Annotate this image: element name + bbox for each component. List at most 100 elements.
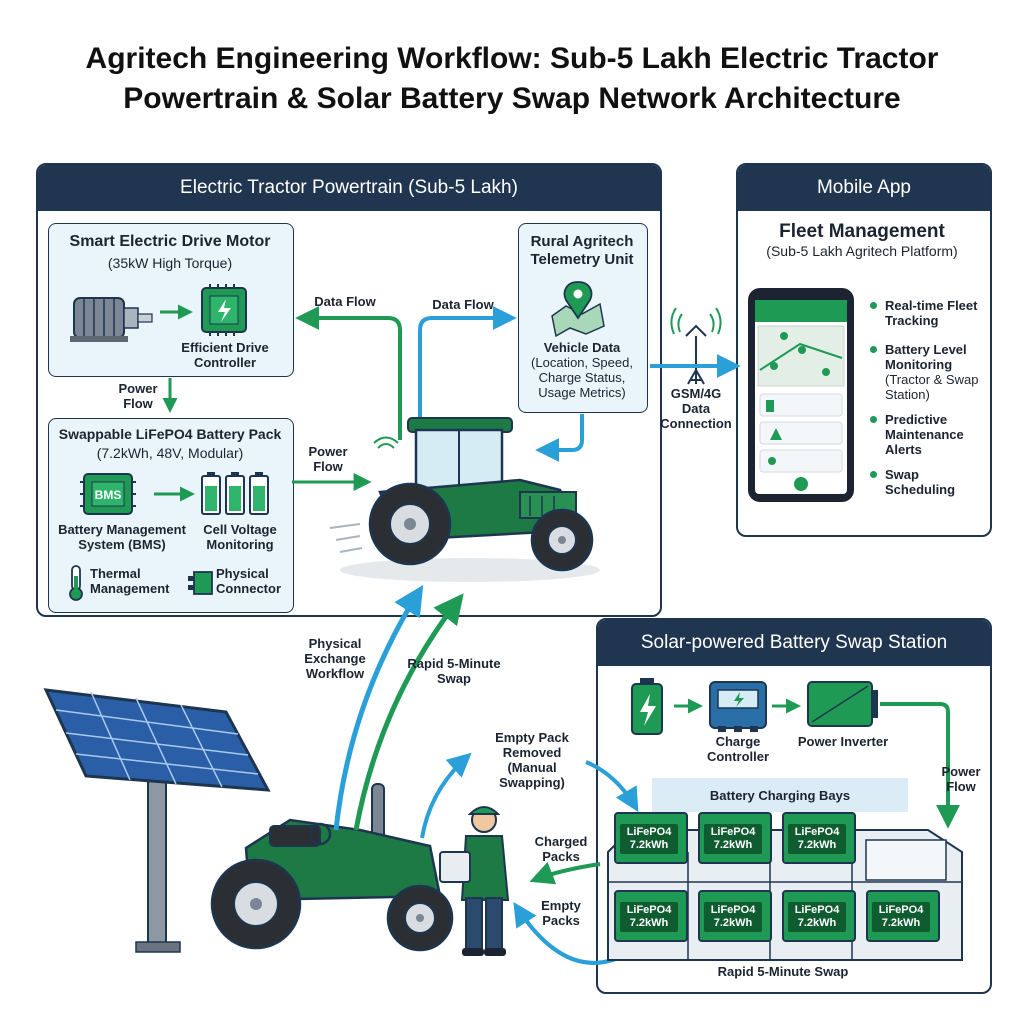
charged-packs-label: Charged Packs <box>534 834 588 864</box>
power-inverter-label: Power Inverter <box>797 734 889 749</box>
telemetry-return-arrow <box>535 414 584 462</box>
cell-tower-icon <box>670 307 722 385</box>
pack-label-plate <box>620 824 678 854</box>
bms-chip-icon: BMS <box>80 473 136 515</box>
motor-subtitle: (35kW High Torque) <box>107 255 233 271</box>
wifi-icon <box>373 436 399 449</box>
pack-label-line2: 7.2kWh <box>629 917 669 929</box>
data-flow-label-left: Data Flow <box>314 294 376 309</box>
pack-label-line1: LiFePO4 <box>794 904 840 916</box>
feature-item: Swap Scheduling <box>870 467 986 497</box>
thermometer-icon <box>69 565 83 601</box>
tractor-icon-top <box>329 417 600 582</box>
motor-icon <box>70 297 153 342</box>
pack-label-line2: 7.2kWh <box>797 839 837 851</box>
pack-label-line1: LiFePO4 <box>626 826 672 838</box>
pack-label-plate <box>872 902 930 932</box>
pack-label-line2: 7.2kWh <box>713 839 753 851</box>
power-inverter-icon <box>807 681 878 727</box>
data-flow-arrow-left <box>295 306 402 440</box>
pack-label-line2: 7.2kWh <box>713 917 753 929</box>
bullet-icon <box>870 416 877 423</box>
pack-label-line2: 7.2kWh <box>797 917 837 929</box>
pack-label-line1: LiFePO4 <box>710 904 756 916</box>
battery-title: Swappable LiFePO4 Battery Pack <box>58 426 282 442</box>
bms-label: Battery Management System (BMS) <box>58 522 186 552</box>
station-power-flow-label: Power Flow <box>941 764 981 794</box>
station-footer-label: Rapid 5-Minute Swap <box>717 964 849 979</box>
physical-exchange-label: Physical Exchange Workflow <box>304 636 366 681</box>
connector-label: Physical Connector <box>216 566 281 596</box>
pack-label-line1: LiFePO4 <box>710 826 756 838</box>
diagram-title-line-1: Agritech Engineering Workflow: Sub-5 Lak… <box>85 42 939 75</box>
mobile-app-header: Mobile App <box>738 165 990 211</box>
feature-label: Battery Level Monitoring <box>885 342 967 372</box>
battery-pack-empty: LiFePO4 7.2kWh <box>698 890 772 942</box>
bullet-icon <box>870 471 877 478</box>
motor-title: Smart Electric Drive Motor <box>69 233 271 250</box>
map-pin-icon <box>551 281 605 338</box>
charge-controller-icon <box>709 681 767 732</box>
empty-removed-arrow-up <box>420 752 472 839</box>
diagram-title-line-2: Powertrain & Solar Battery Swap Network … <box>123 82 901 115</box>
feature-list: Real-time Fleet Tracking Battery Level M… <box>870 298 986 497</box>
fleet-management-subtitle: (Sub-5 Lakh Agritech Platform) <box>766 243 958 259</box>
worker-icon <box>439 806 510 956</box>
station-battery-icon <box>631 678 663 735</box>
pack-label-plate <box>620 902 678 932</box>
bullet-icon <box>870 302 877 309</box>
pack-label-line1: LiFePO4 <box>794 826 840 838</box>
physical-exchange-arrow <box>333 584 424 831</box>
data-flow-label-right: Data Flow <box>432 297 494 312</box>
empty-removed-arrow-station <box>585 760 639 813</box>
telemetry-title: Rural Agritech Telemetry Unit <box>530 233 634 268</box>
empty-removed-label: Empty Pack Removed (Manual Swapping) <box>495 730 569 790</box>
swap-station-header: Solar-powered Battery Swap Station <box>598 620 990 666</box>
empty-packs-label: Empty Packs <box>541 898 581 928</box>
bms-chip-text: BMS <box>95 488 122 502</box>
pack-label-line2: 7.2kWh <box>629 839 669 851</box>
charging-bays-label: Battery Charging Bays <box>709 788 851 803</box>
drive-controller-label: Efficient Drive Controller <box>181 340 269 370</box>
feature-item: Real-time Fleet Tracking <box>870 298 986 328</box>
feature-label: Swap Scheduling <box>885 467 956 497</box>
cell-voltage-label: Cell Voltage Monitoring <box>203 522 277 552</box>
tractor-icon-bottom <box>210 783 454 952</box>
smartphone-icon <box>748 288 854 502</box>
charged-packs-arrow <box>529 861 601 885</box>
gsm-connection-label: GSM/4G Data Connection <box>660 386 732 431</box>
rapid-swap-label: Rapid 5-Minute Swap <box>407 656 501 686</box>
inverter-power-flow-arrow <box>880 702 960 829</box>
data-flow-arrow-right <box>418 306 517 440</box>
pack-label-plate <box>788 824 846 854</box>
feature-sublabel: (Tractor & Swap Station) <box>885 372 979 402</box>
solar-panel-icon <box>43 688 271 953</box>
vehicle-data-label: Vehicle Data <box>543 340 621 355</box>
pack-label-plate <box>704 902 762 932</box>
battery-subtitle: (7.2kWh, 48V, Modular) <box>96 445 244 461</box>
battery-pack-charged: LiFePO4 7.2kWh <box>698 812 772 864</box>
battery-pack-charged: LiFePO4 7.2kWh <box>614 812 688 864</box>
pack-label-plate <box>704 824 762 854</box>
pack-label-plate <box>788 902 846 932</box>
charge-controller-label: Charge Controller <box>706 734 770 764</box>
battery-cells-icon <box>201 472 269 515</box>
feature-label: Predictive Maintenance Alerts <box>885 412 964 457</box>
feature-label: Real-time Fleet Tracking <box>885 298 978 328</box>
power-flow-label-motor: Power Flow <box>118 381 158 411</box>
bullet-icon <box>870 346 877 353</box>
rapid-swap-arrow <box>353 593 464 831</box>
feature-item: Battery Level Monitoring (Tractor & Swap… <box>870 342 986 402</box>
connector-icon <box>188 571 213 595</box>
controller-chip-icon <box>201 284 247 336</box>
vehicle-data-details: (Location, Speed, Charge Status, Usage M… <box>531 355 633 400</box>
battery-pack-empty: LiFePO4 7.2kWh <box>614 890 688 942</box>
fleet-management-title: Fleet Management <box>779 221 945 242</box>
pack-label-line1: LiFePO4 <box>878 904 924 916</box>
feature-item: Predictive Maintenance Alerts <box>870 412 986 457</box>
power-flow-label-battery: Power Flow <box>308 444 348 474</box>
charging-bays-band <box>652 778 908 812</box>
powertrain-panel-header: Electric Tractor Powertrain (Sub-5 Lakh) <box>38 165 660 211</box>
pack-label-line1: LiFePO4 <box>626 904 672 916</box>
